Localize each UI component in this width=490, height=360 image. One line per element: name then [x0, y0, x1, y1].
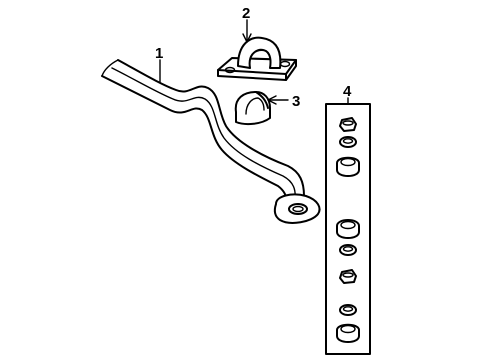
bar-clamp — [217, 36, 297, 81]
kit-washer-3 — [339, 304, 357, 316]
kit-washer-1 — [339, 136, 357, 148]
callout-4: 4 — [343, 83, 352, 100]
leader-3-arrow — [267, 95, 277, 105]
leader-lines — [159, 19, 349, 105]
kit-bushing-1 — [336, 156, 360, 177]
kit-washer-2 — [339, 244, 357, 256]
bar-end-eye — [273, 193, 321, 224]
kit-nut-2 — [339, 269, 357, 284]
kit-nut-1 — [339, 117, 357, 132]
stabilizer-bar — [101, 59, 321, 224]
callout-3: 3 — [292, 93, 300, 110]
kit-bushing-3 — [336, 323, 360, 343]
kit-bushing-2 — [336, 219, 360, 239]
bar-bushing — [234, 91, 271, 126]
hardware-kit — [325, 103, 371, 355]
callout-1: 1 — [155, 45, 163, 62]
leader-2-arrow — [242, 33, 252, 43]
callout-2: 2 — [242, 5, 250, 22]
